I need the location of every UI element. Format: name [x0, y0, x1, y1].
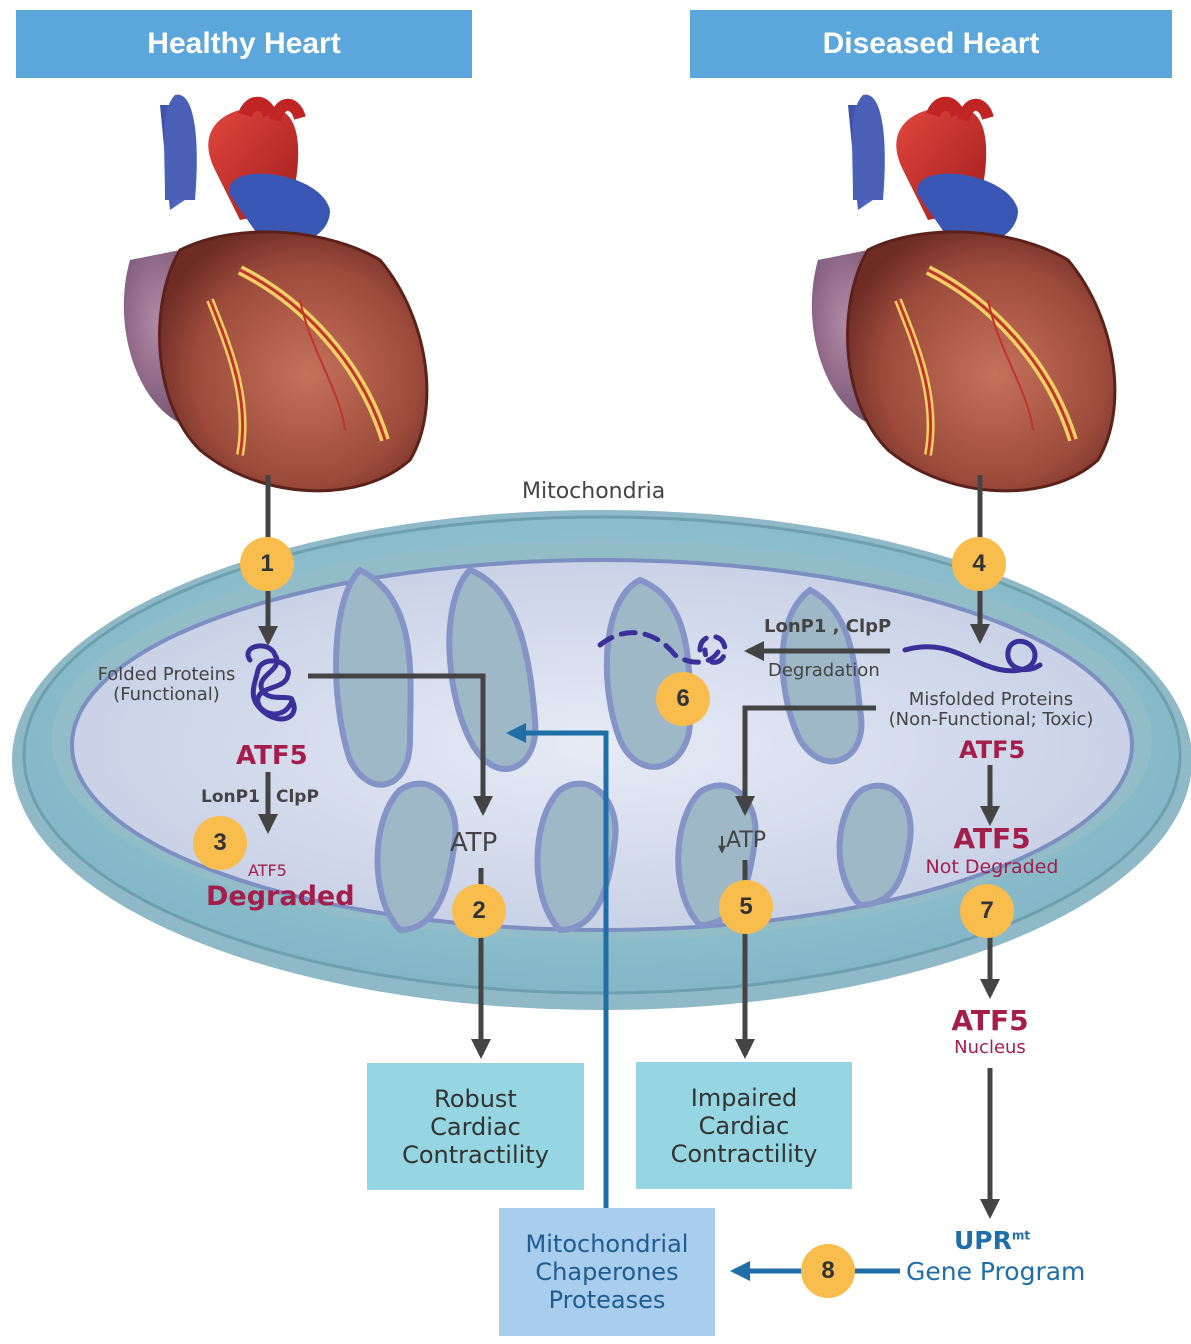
upr-text: UPR	[954, 1226, 1012, 1255]
atp-diseased-label: ATP	[726, 828, 767, 853]
folded-protein-icon	[245, 643, 297, 722]
folded-proteins-line1: Folded Proteins	[97, 664, 236, 685]
impaired-line1: Impaired	[690, 1083, 798, 1112]
step-badge-7: 7	[960, 884, 1014, 938]
degraded-protein-icon	[597, 630, 728, 665]
chaperones-line3: Proteases	[548, 1286, 666, 1314]
healthy-heart-banner: Healthy Heart	[16, 10, 472, 78]
step-badge-5: 5	[719, 880, 773, 934]
upr-superscript: mt	[1011, 1228, 1031, 1243]
nucleus-label: Nucleus	[954, 1037, 1026, 1058]
folded-proteins-line2: (Functional)	[113, 683, 220, 705]
atf5-small-label: ATF5	[248, 861, 287, 880]
folded-proteins-label: Folded Proteins (Functional)	[84, 665, 249, 705]
atf5-nucleus-label: ATF5	[951, 1004, 1029, 1037]
step-badge-3: 3	[193, 816, 247, 870]
misfolded-protein-icon	[902, 639, 1043, 674]
chaperones-line1: Mitochondrial	[525, 1230, 689, 1258]
arrow-misfolded-to-atp	[735, 705, 876, 816]
misfolded-proteins-line2: (Non-Functional; Toxic)	[888, 708, 1094, 730]
step-badge-2: 2	[452, 884, 506, 938]
impaired-line2: Cardiac	[698, 1111, 790, 1140]
chaperones-proteases-box: Mitochondrial Chaperones Proteases	[499, 1208, 715, 1336]
lonp1-clpp-label: LonP1 , ClpP	[764, 616, 892, 637]
step-badge-1: 1	[240, 537, 294, 591]
robust-line3: Contractility	[402, 1140, 549, 1169]
step-badge-4: 4	[952, 537, 1006, 591]
impaired-contractility-box: Impaired Cardiac Contractility	[636, 1062, 852, 1189]
mitochondrion	[12, 510, 1191, 1010]
diseased-heart-banner: Diseased Heart	[690, 10, 1172, 78]
healthy-heart-title: Healthy Heart	[147, 27, 341, 60]
arrow-chaperones-to-mito	[506, 723, 609, 1210]
robust-line1: Robust	[434, 1084, 517, 1113]
atf5-not-degraded-label: ATF5	[953, 822, 1031, 855]
mitochondria-label: Mitochondria	[522, 479, 666, 504]
not-degraded-label: Not Degraded	[925, 856, 1059, 878]
atf5-healthy-label: ATF5	[236, 741, 308, 771]
step-badge-8: 8	[801, 1244, 855, 1298]
impaired-line3: Contractility	[670, 1139, 818, 1168]
heart-left-illustration	[123, 94, 429, 493]
heart-right-illustration	[811, 94, 1117, 493]
atp-healthy-label: ATP	[450, 828, 498, 858]
atf5-diseased-label: ATF5	[959, 736, 1026, 764]
lonp1-label: LonP1	[201, 787, 260, 807]
degraded-label: Degraded	[206, 881, 355, 912]
gene-program-label: Gene Program	[906, 1257, 1086, 1286]
step-badge-6: 6	[656, 672, 710, 726]
robust-line2: Cardiac	[430, 1112, 521, 1141]
diseased-heart-title: Diseased Heart	[822, 27, 1040, 60]
misfolded-proteins-label: Misfolded Proteins (Non-Functional; Toxi…	[872, 690, 1110, 730]
arrow-folded-to-atp	[308, 673, 493, 816]
misfolded-proteins-line1: Misfolded Proteins	[908, 689, 1074, 710]
clpp-label: ClpP	[276, 787, 319, 807]
upr-label: UPRmt	[954, 1227, 1030, 1255]
degradation-label: Degradation	[768, 660, 880, 681]
chaperones-line2: Chaperones	[535, 1258, 679, 1286]
robust-contractility-box: Robust Cardiac Contractility	[367, 1063, 584, 1190]
